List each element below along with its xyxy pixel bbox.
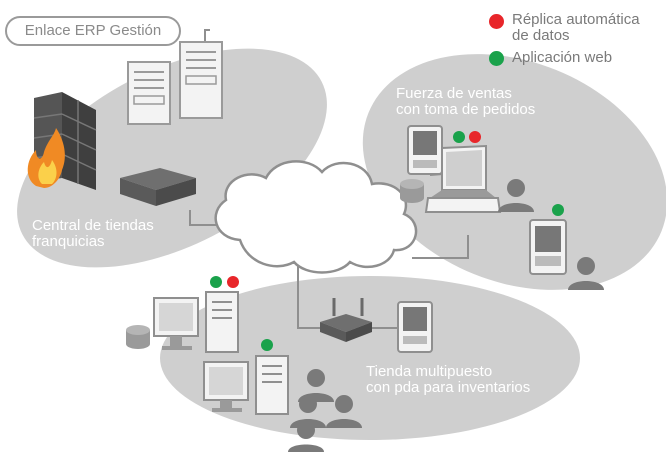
wifi-router-icon [320, 298, 372, 342]
zone-sales-label-1: Fuerza de ventas [396, 85, 512, 102]
user-icon [568, 257, 604, 290]
desktop-computer-icon [203, 355, 289, 415]
pda-icon [397, 301, 433, 353]
zone-sales-label-2: con toma de pedidos [396, 101, 536, 118]
replica-dot [469, 131, 481, 143]
legend-web-dot [489, 51, 504, 66]
zone-central-label-1: Central de tiendas [32, 217, 154, 234]
user-icon [288, 421, 324, 452]
pda-icon [407, 125, 443, 175]
legend-web-label: Aplicación web [512, 49, 613, 66]
zone-store-label-2: con pda para inventarios [366, 379, 531, 396]
fire-icon [27, 128, 65, 188]
erp-link-label: Enlace ERP Gestión [5, 16, 181, 46]
database-icon [126, 325, 150, 349]
zone-store-label-1: Tienda multipuesto [366, 363, 493, 380]
web-app-dot [210, 276, 222, 288]
cloud-icon [214, 160, 418, 274]
web-app-dot [453, 131, 465, 143]
zone-sales [362, 54, 666, 290]
server-icon [179, 41, 223, 119]
server-icon [127, 61, 171, 125]
pda-icon [529, 219, 567, 275]
zone-central-label-2: franquicias [32, 233, 105, 250]
router-icon [120, 168, 196, 206]
replica-dot [227, 276, 239, 288]
legend-replica-label-1: Réplica automática [512, 11, 640, 28]
legend-replica-dot [489, 14, 504, 29]
web-app-dot [552, 204, 564, 216]
user-icon [326, 395, 362, 428]
web-app-dot [261, 339, 273, 351]
user-icon [498, 179, 534, 212]
desktop-computer-icon [153, 291, 239, 353]
database-icon [400, 179, 424, 203]
legend-replica-label-2: de datos [512, 27, 570, 44]
laptop-icon [424, 144, 502, 213]
